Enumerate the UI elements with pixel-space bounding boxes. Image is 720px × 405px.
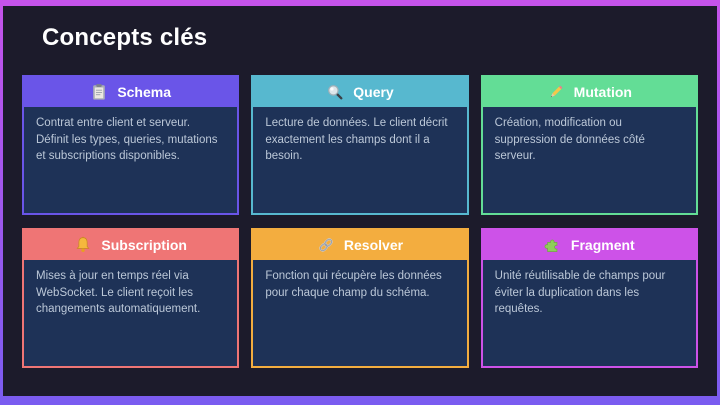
card-subscription-description: Mises à jour en temps réel via WebSocket… <box>36 270 201 316</box>
card-mutation-body: Création, modification ou suppression de… <box>483 107 696 213</box>
card-schema-description: Contrat entre client et serveur. Définit… <box>36 117 218 163</box>
card-schema-header: Schema <box>24 77 238 107</box>
card-fragment-header: Fragment <box>482 230 696 260</box>
card-schema-body: Contrat entre client et serveur. Définit… <box>24 107 237 213</box>
card-query-body: Lecture de données. Le client décrit exa… <box>253 107 466 213</box>
card-resolver-title: Resolver <box>343 237 404 253</box>
puzzle-icon <box>544 236 562 254</box>
card-schema: Schema Contrat entre client et serveur. … <box>22 75 240 215</box>
clipboard-icon <box>90 83 108 101</box>
card-subscription: Subscription Mises à jour en temps réel … <box>22 228 240 368</box>
magnifier-icon <box>326 83 344 101</box>
card-query-header: Query <box>253 77 467 107</box>
card-resolver-header: Resolver <box>253 230 467 260</box>
card-resolver: Resolver Fonction qui récupère les donné… <box>251 228 469 368</box>
card-subscription-title: Subscription <box>101 237 187 253</box>
card-subscription-body: Mises à jour en temps réel via WebSocket… <box>24 260 237 366</box>
concept-cards-grid: Schema Contrat entre client et serveur. … <box>22 75 698 368</box>
card-fragment-body: Unité réutilisable de champs pour éviter… <box>483 260 696 366</box>
card-fragment-title: Fragment <box>570 237 635 253</box>
card-query-description: Lecture de données. Le client décrit exa… <box>265 117 448 163</box>
card-subscription-header: Subscription <box>24 230 238 260</box>
slide-content-area: Concepts clés Schema <box>3 6 717 396</box>
card-mutation-title: Mutation <box>573 84 632 100</box>
pencil-icon <box>547 83 565 101</box>
card-mutation-description: Création, modification ou suppression de… <box>494 117 645 163</box>
card-query-title: Query <box>353 84 394 100</box>
card-resolver-body: Fonction qui récupère les données pour c… <box>253 260 466 366</box>
bell-icon <box>74 236 92 254</box>
card-query: Query Lecture de données. Le client décr… <box>251 75 469 215</box>
card-fragment: Fragment Unité réutilisable de champs po… <box>480 228 698 368</box>
card-schema-title: Schema <box>117 84 172 100</box>
card-mutation-header: Mutation <box>482 77 696 107</box>
card-resolver-description: Fonction qui récupère les données pour c… <box>265 270 442 299</box>
card-mutation: Mutation Création, modification ou suppr… <box>480 75 698 215</box>
card-fragment-description: Unité réutilisable de champs pour éviter… <box>494 270 666 316</box>
page-title: Concepts clés <box>42 24 208 51</box>
link-icon <box>317 236 335 254</box>
